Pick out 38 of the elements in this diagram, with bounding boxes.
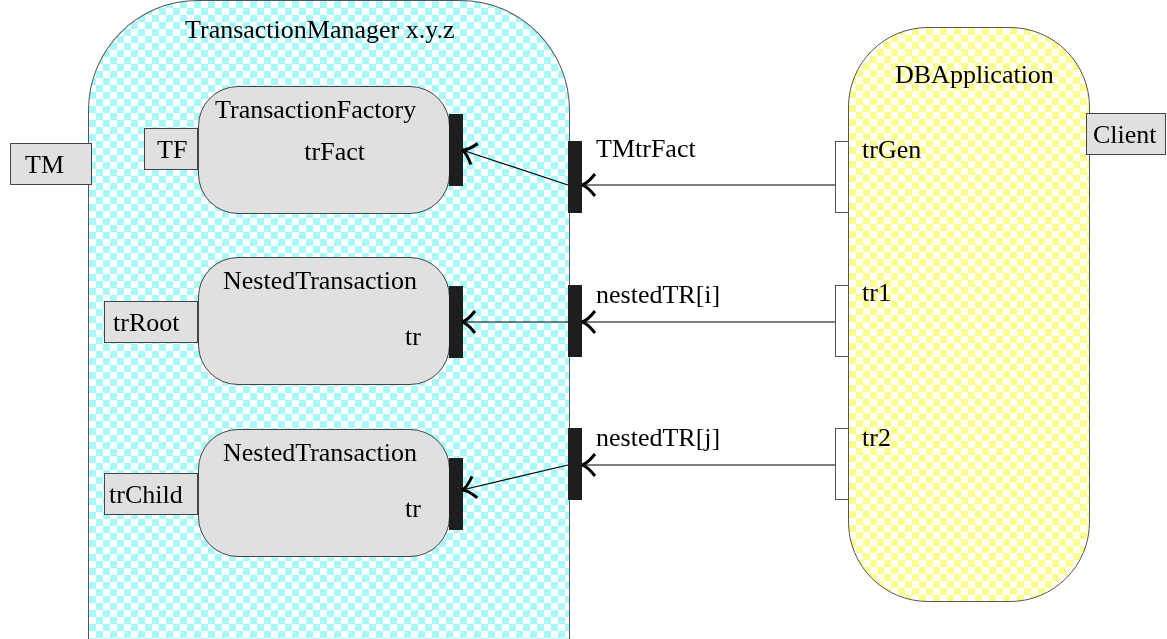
component-title: TransactionManager x.y.z: [185, 17, 455, 43]
component-title: NestedTransaction: [223, 440, 417, 466]
component-title: NestedTransaction: [223, 268, 417, 294]
port-bar: [568, 141, 582, 213]
component-container: [88, 0, 570, 639]
port-name: trChild: [109, 482, 183, 508]
port-bar: [449, 286, 463, 358]
port-label: tr1: [862, 280, 891, 306]
port-bar: [449, 458, 463, 530]
port-label: nestedTR[i]: [596, 282, 721, 308]
component-box: [198, 257, 450, 385]
port-box: [144, 128, 198, 170]
port-label: tr2: [862, 425, 891, 451]
port-label: tr: [405, 496, 421, 522]
component-box: [198, 429, 450, 557]
port-bar: [449, 114, 463, 186]
port-label: nestedTR[j]: [596, 425, 721, 451]
port-name: Client: [1093, 122, 1157, 148]
port-box: [104, 301, 198, 343]
port-box: [1086, 113, 1166, 155]
port-bar: [568, 428, 582, 500]
port-label: tr: [405, 324, 421, 350]
port-box: [835, 141, 849, 213]
port-name: trRoot: [113, 310, 180, 336]
port-name: TF: [157, 137, 188, 163]
component-container: [848, 27, 1090, 602]
port-label: trGen: [862, 137, 922, 163]
port-name: TM: [25, 152, 64, 178]
port-box: [835, 285, 849, 357]
port-label: TMtrFact: [596, 136, 696, 162]
port-box: [835, 428, 849, 500]
port-box: [10, 143, 92, 185]
component-title: DBApplication: [895, 62, 1054, 88]
port-label: trFact: [304, 139, 365, 165]
component-title: TransactionFactory: [215, 97, 417, 123]
component-box: [198, 86, 450, 214]
port-bar: [568, 285, 582, 357]
port-box: [104, 473, 198, 515]
